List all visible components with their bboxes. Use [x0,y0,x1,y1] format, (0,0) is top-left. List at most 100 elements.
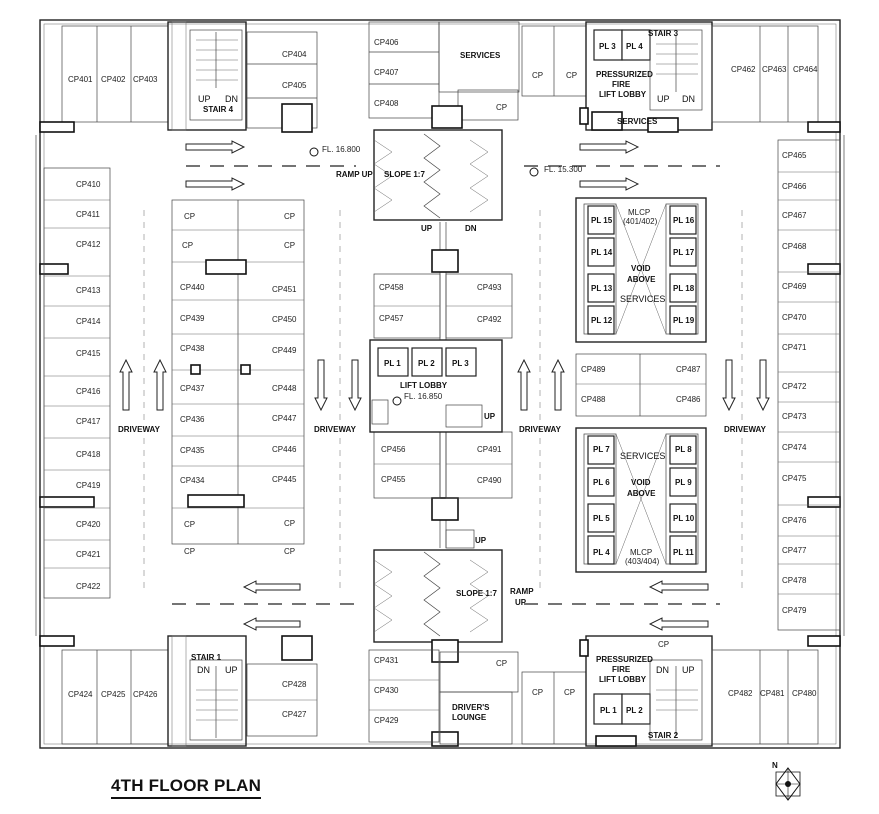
pressurized-label: LIFT LOBBY [599,90,647,99]
lift-label: PL 13 [591,284,613,293]
cp-label: CP421 [76,550,101,559]
mlcp-label: MLCP [628,208,650,217]
cp-label: CP463 [762,65,787,74]
cp-label: CP488 [581,395,606,404]
lift-label: PL 16 [673,216,695,225]
north-label: N [772,761,778,770]
dn-label: DN [225,94,238,104]
lift-label: PL 17 [673,248,695,257]
cp-label: CP451 [272,285,297,294]
cp-label: CP404 [282,50,307,59]
drivers-lounge-label: DRIVER'S [452,703,490,712]
cp-label: CP448 [272,384,297,393]
cp-label: CP407 [374,68,399,77]
cp-label: CP475 [782,474,807,483]
lift-label: PL 1 [384,359,401,368]
cp-label: CP478 [782,576,807,585]
services-label: SERVICES [620,451,665,461]
lift-label: PL 9 [675,478,692,487]
cp-label: CP405 [282,81,307,90]
cp-label: CP466 [782,182,807,191]
cp-label: CP418 [76,450,101,459]
cp-label: CP422 [76,582,101,591]
cp-label: CP458 [379,283,404,292]
cp-label: CP469 [782,282,807,291]
void-label: VOID [631,478,651,487]
cp-label: CP411 [76,210,100,219]
cp-label: CP474 [782,443,807,452]
lift-label: PL 10 [673,514,695,523]
up-label: UP [682,665,695,675]
cp-label: CP [658,640,669,649]
cp-label: CP434 [180,476,205,485]
pressurized-label: FIRE [612,665,631,674]
ramp-label: RAMP UP [336,170,373,179]
lift-label: PL 5 [593,514,610,523]
cp-label: CP412 [76,240,101,249]
cp-label: CP [284,519,295,528]
services-label: SERVICES [617,117,658,126]
cp-label: CP401 [68,75,93,84]
cp-label: CP428 [282,680,307,689]
cp-label: CP486 [676,395,701,404]
plan-title: 4TH FLOOR PLAN [111,776,262,799]
cp-label: CP [284,212,295,221]
traffic-arrows [119,140,770,631]
cp-label: CP437 [180,384,205,393]
cp-label: CP [184,520,195,529]
mlcp-label: MLCP [630,548,652,557]
cp-label: CP402 [101,75,126,84]
cp-label: CP [532,688,543,697]
slope-label: SLOPE 1:7 [384,170,425,179]
cp-label: CP410 [76,180,101,189]
cp-label: CP457 [379,314,404,323]
cp-label: CP481 [760,689,785,698]
cp-label: CP464 [793,65,818,74]
cp-label: CP455 [381,475,406,484]
up-label: UP [475,536,487,545]
cp-label: CP [182,241,193,250]
driveway-label: DRIVEWAY [314,425,357,434]
services-label: SERVICES [460,51,501,60]
level-label: FL. 16.850 [404,392,443,401]
cp-label: CP473 [782,412,807,421]
lift-label: PL 2 [626,706,643,715]
cp-label: CP403 [133,75,158,84]
mlcp-label: (403/404) [625,557,660,566]
cp-label: CP408 [374,99,399,108]
cp-label: CP426 [133,690,158,699]
lift-label: PL 11 [673,548,694,557]
cp-label: CP471 [782,343,807,352]
cp-label: CP429 [374,716,399,725]
lift-label: PL 12 [591,316,613,325]
void-label: ABOVE [627,275,656,284]
cp-label: CP425 [101,690,126,699]
ramp-label: RAMP [510,587,534,596]
cp-label: CP419 [76,481,101,490]
stair-label: STAIR 1 [191,653,222,662]
cp-label: CP467 [782,211,807,220]
cp-label: CP450 [272,315,297,324]
void-label: ABOVE [627,489,656,498]
lift-label: PL 3 [452,359,469,368]
cp-label: CP [496,103,507,112]
cp-label: CP456 [381,445,406,454]
cp-label: CP436 [180,415,205,424]
level-label: FL. 15.300 [544,165,583,174]
cp-label: CP [496,659,507,668]
cp-label: CP435 [180,446,205,455]
cp-label: CP [566,71,577,80]
level-label: FL. 16.800 [322,145,361,154]
cp-label: CP446 [272,445,297,454]
cp-label: CP462 [731,65,756,74]
cp-label: CP479 [782,606,807,615]
cp-label: CP417 [76,417,101,426]
void-label: VOID [631,264,651,273]
dn-label: DN [465,224,477,233]
lift-label: PL 8 [675,445,692,454]
dn-label: DN [656,665,669,675]
lower-void-block [575,427,707,573]
drivers-lounge-label: LOUNGE [452,713,487,722]
stair-label: STAIR 4 [203,105,234,114]
cp-label: CP424 [68,690,93,699]
